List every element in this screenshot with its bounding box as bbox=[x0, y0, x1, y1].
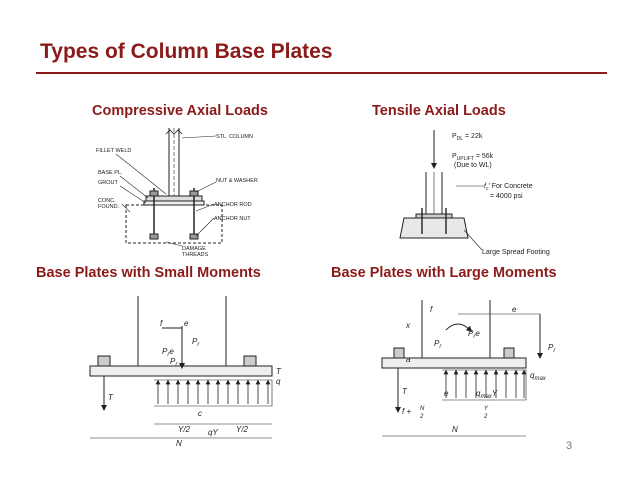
text-a: a bbox=[406, 355, 411, 364]
text-damage: DAMAGE bbox=[182, 246, 206, 252]
figure-compressive: STL. COLUMN FILLET WELD BASE PL. GROUT N… bbox=[96, 126, 296, 260]
text-fillet-weld: FILLET WELD bbox=[96, 148, 131, 154]
text-qy: qY bbox=[208, 428, 218, 437]
text-t: T bbox=[402, 387, 408, 396]
text-pr-mid: Pr bbox=[434, 339, 442, 350]
text-pr-right: Pr bbox=[548, 343, 556, 354]
bearing-arrows bbox=[155, 379, 271, 404]
grout bbox=[143, 200, 205, 206]
text-e: e bbox=[512, 305, 517, 314]
text-f-expr: f + bbox=[402, 407, 411, 416]
text-grout: GROUT bbox=[98, 180, 119, 186]
text-t-left: T bbox=[108, 393, 114, 402]
text-y2-right: Y/2 bbox=[236, 425, 249, 434]
base-plate bbox=[89, 365, 273, 377]
compressive-diagram: STL. COLUMN FILLET WELD BASE PL. GROUT N… bbox=[96, 128, 258, 258]
text-conc: CONC. bbox=[98, 198, 116, 204]
label-small-moments: Base Plates with Small Moments bbox=[36, 265, 261, 281]
text-p-uplift: PUPLIFT = 56k bbox=[452, 153, 494, 162]
spread-footing bbox=[399, 217, 469, 239]
text-pre: Pre bbox=[162, 347, 174, 358]
text-f: f bbox=[430, 305, 433, 314]
text-anchor-rod: ANCHOR ROD bbox=[214, 202, 252, 208]
label-compressive: Compressive Axial Loads bbox=[92, 103, 268, 119]
text-q-right: q bbox=[276, 377, 281, 386]
small-moments-diagram: f e Pr Pre Pr T q T c Y/2 Y/2 qY N bbox=[89, 296, 282, 446]
text-pr2: Pr bbox=[170, 357, 178, 368]
text-t-right: T bbox=[276, 367, 282, 376]
concrete-foundation bbox=[125, 204, 223, 244]
tensile-diagram: PDL = 22k PUPLIFT = 56k (Due to WL) fc' … bbox=[399, 130, 550, 256]
text-qmaxy: qmaxY bbox=[476, 389, 498, 400]
text-y-over: Y bbox=[484, 406, 489, 412]
text-x: x bbox=[405, 321, 411, 330]
text-y2-left: Y/2 bbox=[178, 425, 191, 434]
title-underline bbox=[36, 72, 607, 74]
bearing-arrows bbox=[443, 369, 527, 398]
text-f: f bbox=[160, 319, 163, 328]
text-due-to-wl: (Due to WL) bbox=[454, 162, 492, 169]
text-nut-washer: NUT & WASHER bbox=[216, 178, 258, 184]
text-c: c bbox=[198, 409, 202, 418]
text-n: N bbox=[176, 439, 182, 446]
figure-tensile: PDL = 22k PUPLIFT = 56k (Due to WL) fc' … bbox=[394, 126, 574, 260]
figure-small-moments: f e Pr Pre Pr T q T c Y/2 Y/2 qY N bbox=[86, 296, 286, 446]
page-number: 3 bbox=[566, 440, 573, 452]
label-tensile: Tensile Axial Loads bbox=[372, 103, 506, 119]
text-found: FOUND. bbox=[98, 204, 120, 210]
text-base-pl: BASE PL. bbox=[98, 170, 123, 176]
text-fc: fc' For Concrete bbox=[484, 183, 533, 192]
large-moments-diagram: f e x Pre Pr Pr a qmax T e qmaxY f + N 2… bbox=[381, 300, 556, 437]
text-anchor-nut: ANCHOR NUT bbox=[214, 216, 251, 222]
text-pre: Pre bbox=[468, 329, 480, 340]
base-plate bbox=[381, 357, 527, 369]
text-qmax: qmax bbox=[530, 371, 547, 382]
text-two-a: 2 bbox=[419, 414, 424, 420]
text-e2: e bbox=[444, 389, 449, 398]
text-pr: Pr bbox=[192, 337, 200, 348]
text-n: N bbox=[452, 425, 458, 434]
text-two-b: 2 bbox=[483, 414, 488, 420]
figure-large-moments: f e x Pre Pr Pr a qmax T e qmaxY f + N 2… bbox=[372, 296, 572, 446]
text-e: e bbox=[184, 319, 189, 328]
slide-title: Types of Column Base Plates bbox=[40, 40, 333, 63]
text-threads: THREADS bbox=[182, 252, 209, 258]
text-footing: Large Spread Footing bbox=[482, 249, 550, 256]
text-p-dl: PDL = 22k bbox=[452, 133, 483, 142]
text-stl-column: STL. COLUMN bbox=[216, 134, 253, 140]
text-fc-value: = 4000 psi bbox=[490, 193, 523, 200]
text-n-over: N bbox=[420, 406, 425, 412]
label-large-moments: Base Plates with Large Moments bbox=[331, 265, 557, 281]
